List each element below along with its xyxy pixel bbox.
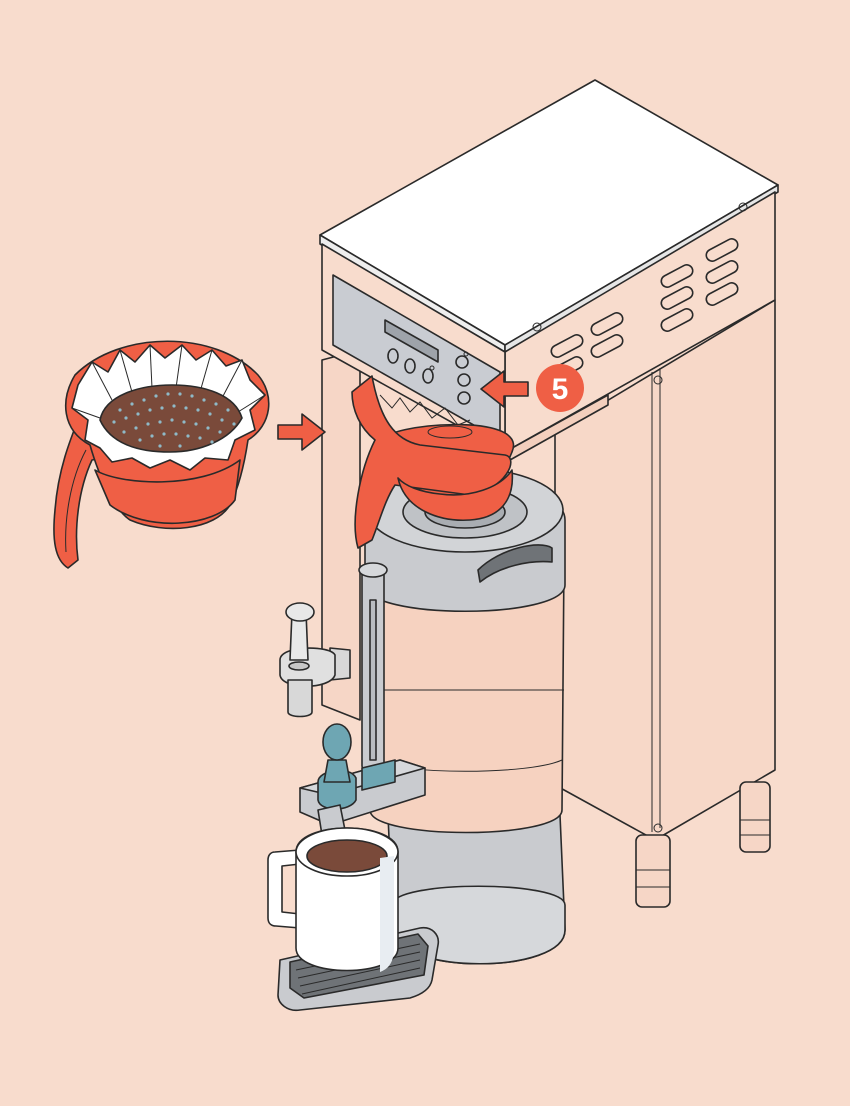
server-body (367, 559, 565, 834)
coffee-grounds (99, 384, 243, 453)
brew-basket-with-filter (53, 340, 270, 569)
coffee-mug (267, 827, 399, 972)
coffee-surface (306, 839, 388, 873)
grounds-texture (112, 392, 236, 448)
brewer-leg-back (739, 781, 771, 853)
dispense-spout (299, 723, 426, 836)
arrow-right-icon (480, 370, 529, 408)
faucet (279, 602, 351, 718)
brewer-cabinet (321, 299, 776, 908)
control-display (384, 319, 439, 363)
step-badge (536, 364, 584, 412)
sight-gauge (358, 562, 388, 771)
brewer-leg-front (635, 834, 671, 908)
control-buttons (387, 348, 471, 405)
brew-basket-installed (351, 375, 515, 549)
callout-step-5: 5 (480, 364, 584, 412)
arrow-right-icon (277, 413, 326, 451)
step-number: 5 (552, 373, 569, 406)
